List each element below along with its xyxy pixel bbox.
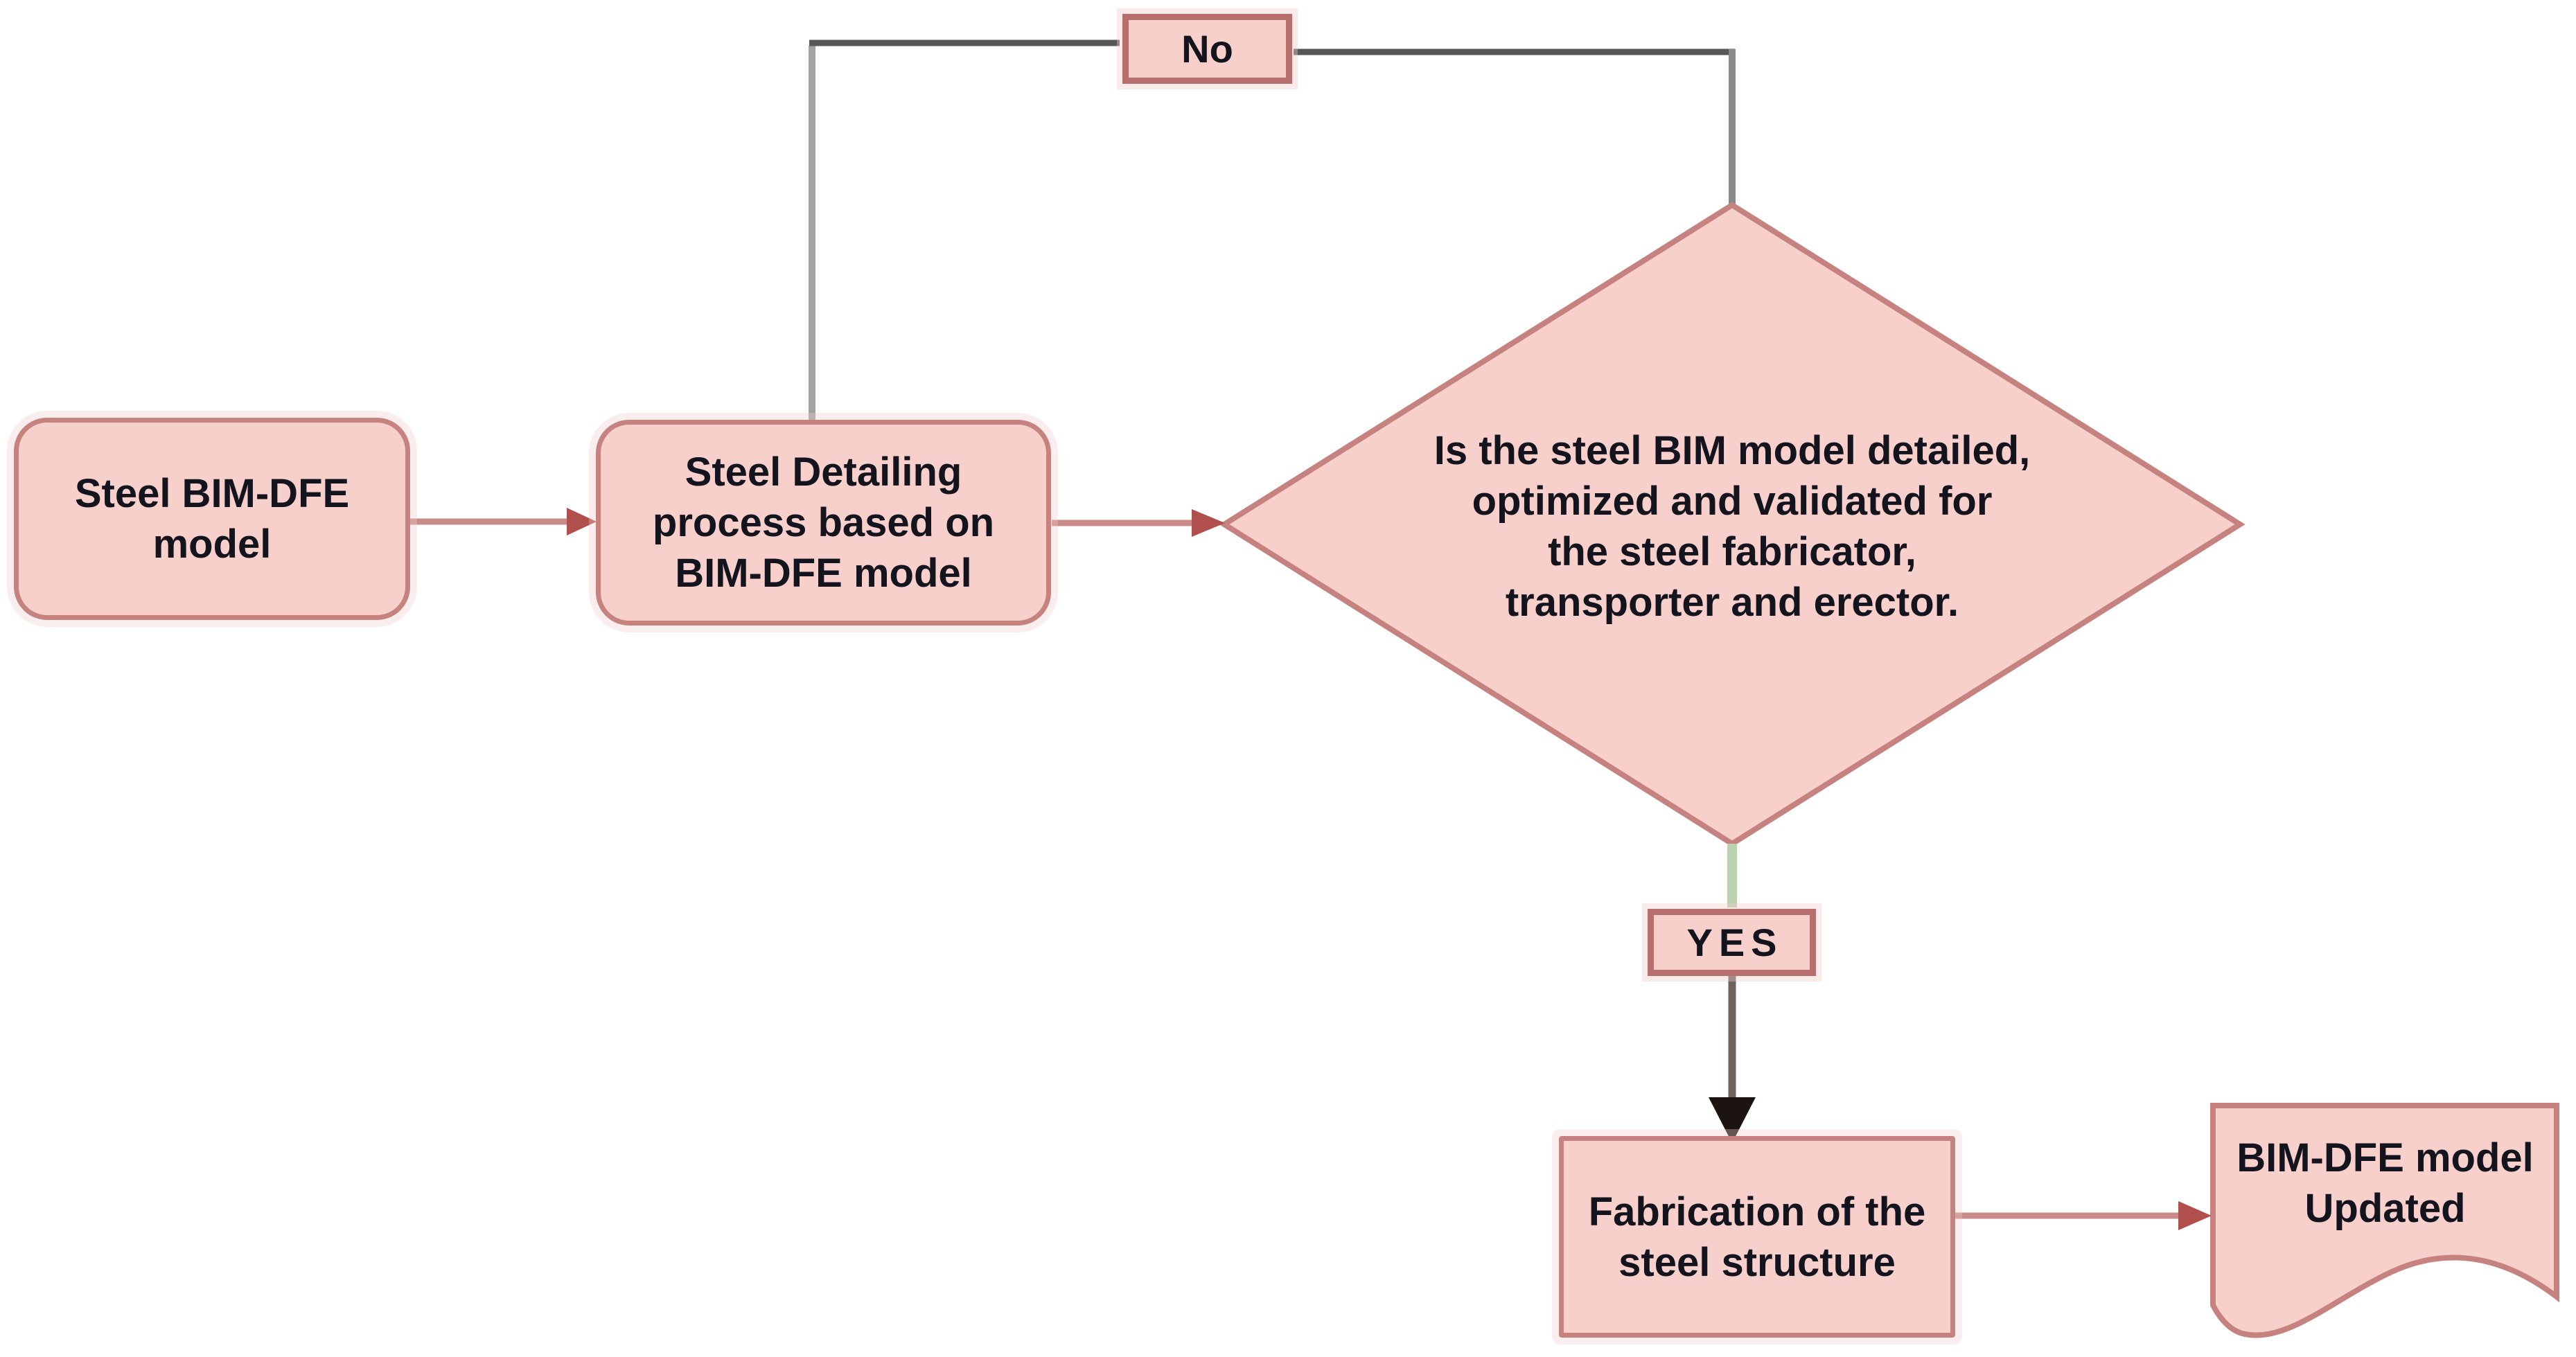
node-steel-bim-dfe-model: Steel BIM-DFE model bbox=[14, 418, 410, 620]
node-label-line: Steel BIM-DFE bbox=[74, 471, 350, 516]
arrowhead-detailing-to-decision bbox=[1192, 509, 1225, 537]
arrowhead-start-to-detailing bbox=[567, 508, 597, 535]
node-label-line: Updated bbox=[2304, 1186, 2466, 1231]
node-label-line: Is the steel BIM model detailed, bbox=[1433, 428, 2031, 473]
node-steel-detailing-process: Steel Detailing process based on BIM-DFE… bbox=[596, 420, 1051, 626]
node-label-line: Steel Detailing bbox=[685, 450, 962, 495]
node-label-line: Fabrication of the bbox=[1588, 1189, 1926, 1234]
node-label-line: optimized and validated for bbox=[1472, 479, 1993, 524]
document-shape bbox=[2210, 1103, 2559, 1338]
node-label-line: the steel fabricator, bbox=[1548, 529, 1916, 574]
node-label-line: process based on bbox=[652, 500, 995, 545]
node-label-line: steel structure bbox=[1618, 1239, 1896, 1285]
node-label-line: BIM-DFE model bbox=[675, 551, 972, 596]
node-label-line: model bbox=[152, 522, 272, 567]
node-fabrication-label: Fabrication of the steel structure bbox=[1589, 1187, 1926, 1288]
node-bim-dfe-model-updated-label: BIM-DFE model Updated bbox=[2224, 1114, 2546, 1252]
edge-label-yes: YES bbox=[1648, 909, 1816, 976]
edge-label-yes-text: YES bbox=[1686, 921, 1783, 964]
node-steel-detailing-process-label: Steel Detailing process based on BIM-DFE… bbox=[653, 447, 994, 598]
node-label-line: transporter and erector. bbox=[1505, 580, 1959, 625]
node-label-line: BIM-DFE model bbox=[2237, 1135, 2534, 1180]
arrowhead-fabrication-to-document bbox=[2178, 1201, 2212, 1230]
edge-label-no-text: No bbox=[1181, 27, 1233, 71]
node-fabrication: Fabrication of the steel structure bbox=[1559, 1136, 1955, 1338]
node-decision-label: Is the steel BIM model detailed, optimiz… bbox=[1344, 378, 2120, 675]
edge-label-no: No bbox=[1122, 14, 1292, 84]
node-steel-bim-dfe-model-label: Steel BIM-DFE model bbox=[75, 468, 349, 569]
arrowhead-yes-to-fabrication bbox=[1709, 1097, 1756, 1143]
